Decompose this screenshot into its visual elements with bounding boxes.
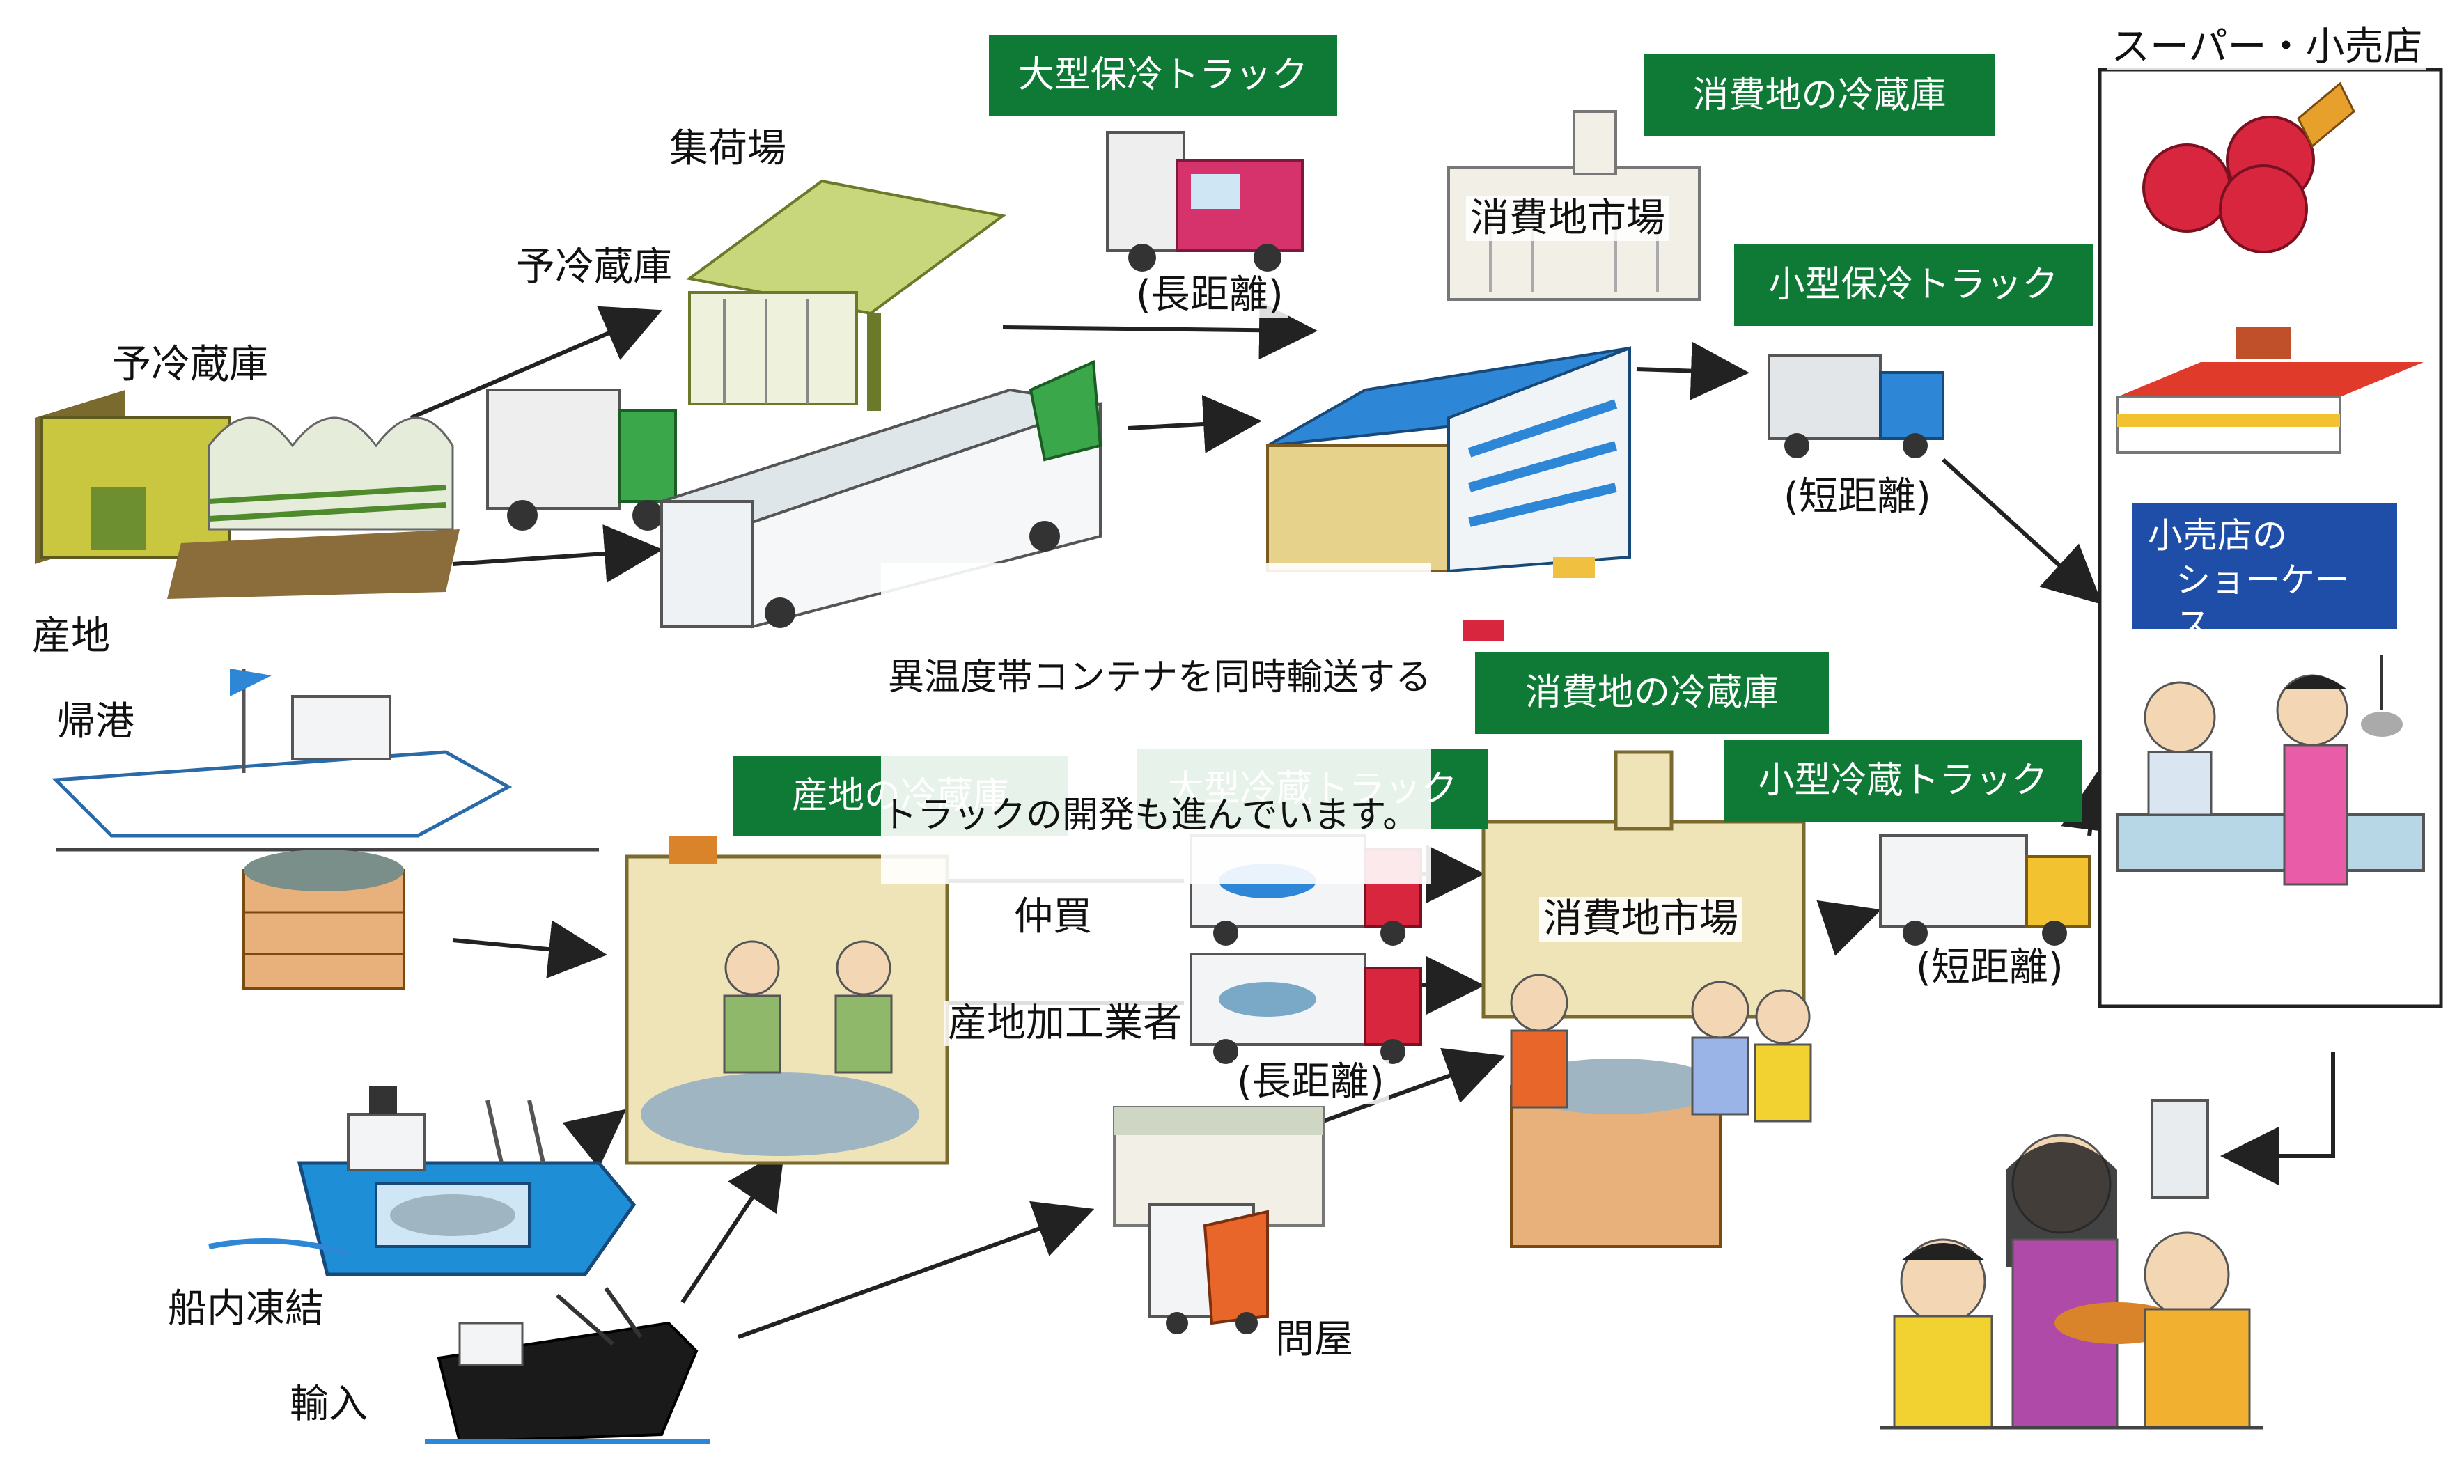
flow-arrows	[410, 301, 2335, 1339]
box-small-cold-truck: 小型保冷トラック	[1734, 244, 2093, 326]
label-collection-site: 集荷場	[665, 127, 790, 171]
label-short-distance-bottom: (短距離)	[1912, 946, 2068, 990]
label-precooler-mid: 予冷蔵庫	[512, 245, 676, 290]
origin-field-greenhouse	[35, 390, 460, 599]
label-origin: 産地	[28, 614, 114, 659]
label-precooler-left: 予冷蔵庫	[108, 343, 272, 387]
small-refrigerated-truck-yellow	[1879, 834, 2091, 946]
wholesaler-building-truck	[1113, 1106, 1325, 1334]
box-small-refrigerated-truck: 小型冷蔵トラック	[1724, 740, 2082, 822]
freezer-ship	[208, 1086, 637, 1276]
label-broker: 仲買	[1010, 895, 1096, 939]
arrow-shukaba-to-long	[1002, 301, 1318, 360]
large-refrigerated-truck-2	[1190, 953, 1422, 1064]
arrow-market-to-small-truck	[1816, 900, 1882, 956]
home-family-scene	[1880, 1099, 2263, 1430]
consumer-market-building-bottom	[1481, 750, 1812, 1248]
arrow-store-to-home	[2220, 1052, 2335, 1185]
showcase-shop-scene	[2116, 655, 2425, 886]
arrow-tonya-to-market	[1322, 1047, 1506, 1123]
origin-cold-storage-market	[625, 836, 949, 1165]
box-consumer-fridge-bottom: 消費地の冷蔵庫	[1475, 652, 1829, 734]
label-long-distance-bottom: (長距離)	[1233, 1060, 1389, 1104]
multi-temperature-container-truck	[656, 360, 1102, 629]
arrow-small-truck-to-store-2	[2061, 772, 2119, 836]
box-large-cold-truck: 大型保冷トラック	[989, 35, 1337, 116]
box-retail-showcase: 小売店の ショーケース	[2132, 503, 2397, 645]
arrow-truck-to-warehouse	[1128, 395, 1262, 453]
note-multi-temperature-trucks: 異温度帯コンテナを同時輸送する トラックの開発も進んでいます。	[881, 563, 1432, 884]
label-onboard-freezing: 船内凍結	[164, 1287, 328, 1331]
fish-crates	[242, 850, 405, 990]
large-cold-truck-pink	[1106, 131, 1304, 272]
box-consumer-fridge-top: 消費地の冷蔵庫	[1644, 54, 1995, 136]
note-line2: トラックの開発も進んでいます。	[881, 795, 1419, 836]
tomatoes	[2142, 81, 2355, 253]
arrow-sanchi-to-container-truck	[452, 524, 663, 583]
arrow-warehouse-to-small-truck	[1636, 341, 1749, 400]
arrow-boat-to-origin-fridge	[452, 920, 607, 978]
label-short-distance-top: (短距離)	[1779, 475, 1935, 520]
label-supermarket: スーパー・小売店	[2107, 25, 2427, 70]
label-origin-processor: 産地加工業者	[944, 1001, 1186, 1046]
note-line1: 異温度帯コンテナを同時輸送する	[888, 657, 1432, 698]
store-building	[2116, 327, 2424, 454]
fishing-boat-return	[52, 669, 599, 852]
arrow-import-to-tonya	[737, 1201, 1095, 1339]
arrow-ship-to-fridge	[562, 1109, 627, 1169]
collection-shed	[686, 179, 1006, 411]
label-return-port: 帰港	[52, 700, 139, 744]
label-consumer-market-top: 消費地市場	[1466, 196, 1669, 241]
green-truck-small	[486, 389, 677, 531]
blue-cold-storage-warehouse	[1266, 346, 1631, 641]
label-wholesaler: 問屋	[1271, 1318, 1357, 1362]
label-consumer-market-bottom: 消費地市場	[1539, 897, 1742, 942]
arrow-small-truck-to-store	[1941, 458, 2103, 605]
small-cold-truck-blue	[1768, 354, 1944, 458]
box-retail-showcase-line1: 小売店の	[2148, 515, 2287, 556]
arrow-import-to-fridge	[680, 1149, 785, 1304]
box-retail-showcase-line2: ショーケース	[2176, 560, 2350, 645]
import-cargo-ship	[425, 1287, 710, 1444]
arrow-sanchi-to-shukaba	[410, 306, 663, 420]
label-long-distance-top: (長距離)	[1132, 273, 1288, 318]
label-import: 輸入	[286, 1382, 372, 1427]
